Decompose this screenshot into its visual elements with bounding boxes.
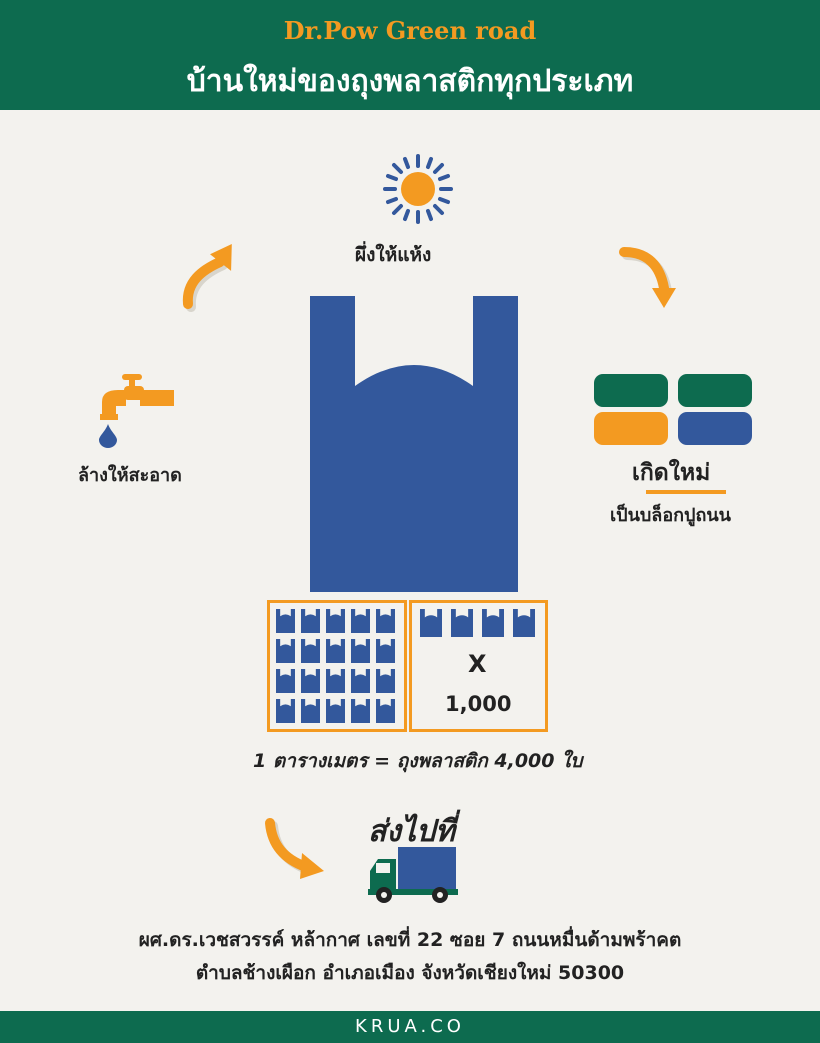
step-block-label: เป็นบล็อกปูถนน <box>610 505 731 526</box>
reborn-underline <box>646 490 726 494</box>
header-banner: Dr.Pow Green road บ้านใหม่ของถุงพลาสติกท… <box>0 0 820 110</box>
sun-icon <box>383 154 453 224</box>
small-bag-icon <box>351 639 370 663</box>
curved-arrow-icon <box>182 244 232 312</box>
plastic-bag-icon <box>310 296 518 592</box>
address-line-1: ผศ.ดร.เวชสวรรค์ หล้ากาศ เลขที่ 22 ซอย 7 … <box>138 929 682 951</box>
step-dry-label: ผึ่งให้แห้ง <box>355 244 432 266</box>
small-bag-icon <box>420 609 442 637</box>
small-bag-icon <box>351 699 370 723</box>
small-bag-icon <box>351 669 370 693</box>
small-bag-icon <box>301 639 320 663</box>
footer-logo: KRUA.CO <box>0 1011 820 1043</box>
brand-title: Dr.Pow Green road <box>283 16 537 45</box>
bag-row-box <box>409 600 548 732</box>
small-bag-icon <box>451 609 473 637</box>
small-bag-icon <box>376 609 395 633</box>
address-line-2: ตำบลช้างเผือก อำเภอเมือง จังหวัดเชียงใหม… <box>195 962 625 984</box>
small-bag-icon <box>276 609 295 633</box>
bag-grid <box>276 609 395 723</box>
small-bag-icon <box>326 609 345 633</box>
equation-label: 1 ตารางเมตร = ถุงพลาสติก 4,000 ใบ <box>253 750 583 772</box>
small-bag-icon <box>276 639 295 663</box>
multiplier-label: X <box>468 650 487 678</box>
small-bag-icon <box>301 669 320 693</box>
paving-block-icon <box>594 374 752 445</box>
small-bag-icon <box>376 669 395 693</box>
bag-row <box>420 609 535 637</box>
small-bag-icon <box>513 609 535 637</box>
small-bag-icon <box>301 609 320 633</box>
step-wash-label: ล้างให้สะอาด <box>78 465 182 486</box>
curved-arrow-icon <box>265 818 324 879</box>
small-bag-icon <box>376 699 395 723</box>
truck-icon <box>368 847 458 903</box>
water-drop-icon <box>99 424 117 448</box>
small-bag-icon <box>276 669 295 693</box>
small-bag-icon <box>326 639 345 663</box>
quantity-label: 1,000 <box>445 692 512 716</box>
small-bag-icon <box>326 669 345 693</box>
small-bag-icon <box>351 609 370 633</box>
page-headline: บ้านใหม่ของถุงพลาสติกทุกประเภท <box>186 64 634 99</box>
bag-grid-box <box>267 600 407 732</box>
small-bag-icon <box>376 639 395 663</box>
faucet-icon <box>100 374 174 420</box>
small-bag-icon <box>482 609 504 637</box>
small-bag-icon <box>301 699 320 723</box>
small-bag-icon <box>276 699 295 723</box>
small-bag-icon <box>326 699 345 723</box>
curved-arrow-icon <box>619 247 676 308</box>
step-reborn-label: เกิดใหม่ <box>632 460 711 486</box>
send-to-title: ส่งไปที่ <box>368 814 455 849</box>
